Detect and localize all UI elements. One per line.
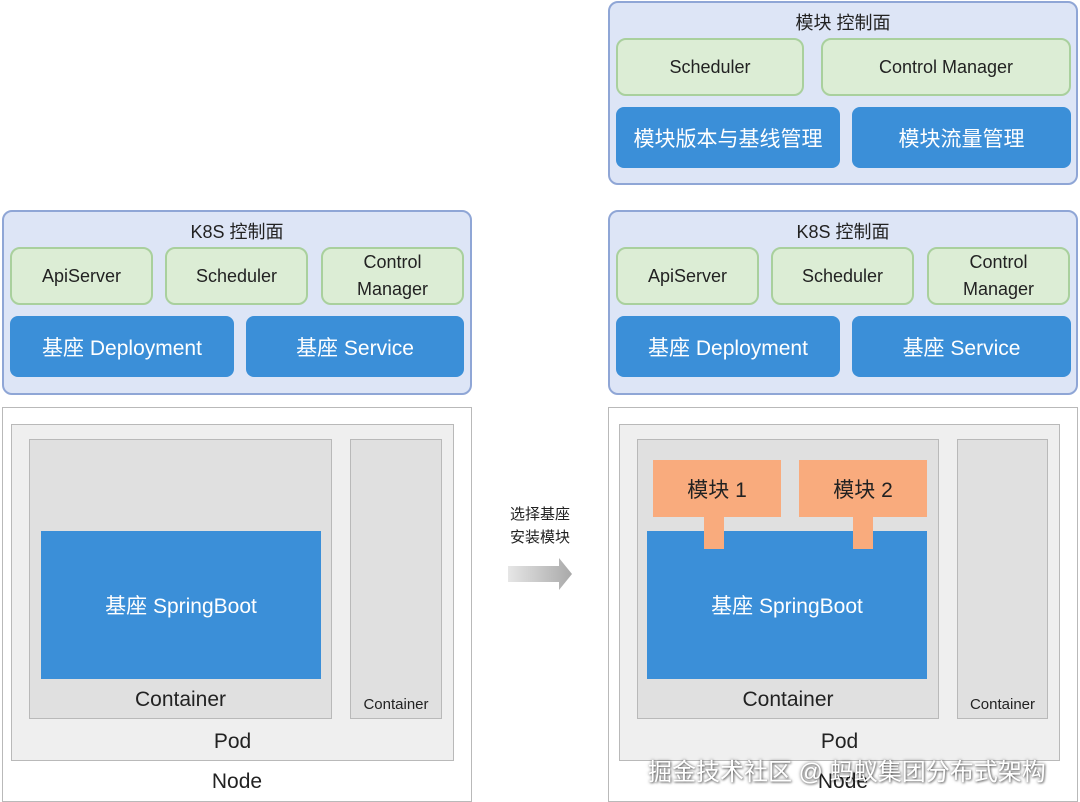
module-1-connector <box>704 517 724 549</box>
left-side-container <box>350 439 442 719</box>
left-service-box: 基座 Service <box>246 316 464 377</box>
right-side-container-label: Container <box>969 696 1036 713</box>
left-scheduler-box: Scheduler <box>165 247 308 305</box>
left-pod-label: Pod <box>213 730 252 753</box>
right-scheduler-box: Scheduler <box>771 247 914 305</box>
right-service-box: 基座 Service <box>852 316 1071 377</box>
module-1-box: 模块 1 <box>653 460 781 517</box>
right-deployment-box: 基座 Deployment <box>616 316 840 377</box>
left-springboot-box: 基座 SpringBoot <box>41 531 321 679</box>
arrow-caption-line2: 安装模块 <box>509 529 570 546</box>
right-springboot-box: 基座 SpringBoot <box>647 531 927 679</box>
right-k8s-control-plane-title: K8S 控制面 <box>796 222 890 242</box>
right-node-label: Node <box>817 770 869 793</box>
right-main-container-label: Container <box>742 688 834 711</box>
left-main-container-label: Container <box>134 688 227 711</box>
module-control-plane-title: 模块 控制面 <box>795 13 891 33</box>
right-arrow-icon <box>508 558 572 590</box>
module-traffic-box: 模块流量管理 <box>852 107 1071 168</box>
left-control-manager-box: Control Manager <box>321 247 464 305</box>
module-version-baseline-box: 模块版本与基线管理 <box>616 107 840 168</box>
left-k8s-control-plane-title: K8S 控制面 <box>190 222 284 242</box>
left-side-container-label: Container <box>363 696 429 713</box>
left-node-label: Node <box>211 770 263 793</box>
left-apiserver-box: ApiServer <box>10 247 153 305</box>
right-control-manager-box: Control Manager <box>927 247 1070 305</box>
module-2-box: 模块 2 <box>799 460 927 517</box>
module-scheduler-box: Scheduler <box>616 38 804 96</box>
left-deployment-box: 基座 Deployment <box>10 316 234 377</box>
arrow-caption-line1: 选择基座 <box>509 506 570 523</box>
right-pod-label: Pod <box>820 730 859 753</box>
watermark-text: 掘金技术社区 @ 蚂蚁集团分布式架构 <box>648 759 1046 786</box>
right-side-container <box>957 439 1048 719</box>
right-apiserver-box: ApiServer <box>616 247 759 305</box>
module-2-connector <box>853 517 873 549</box>
module-control-manager-box: Control Manager <box>821 38 1071 96</box>
